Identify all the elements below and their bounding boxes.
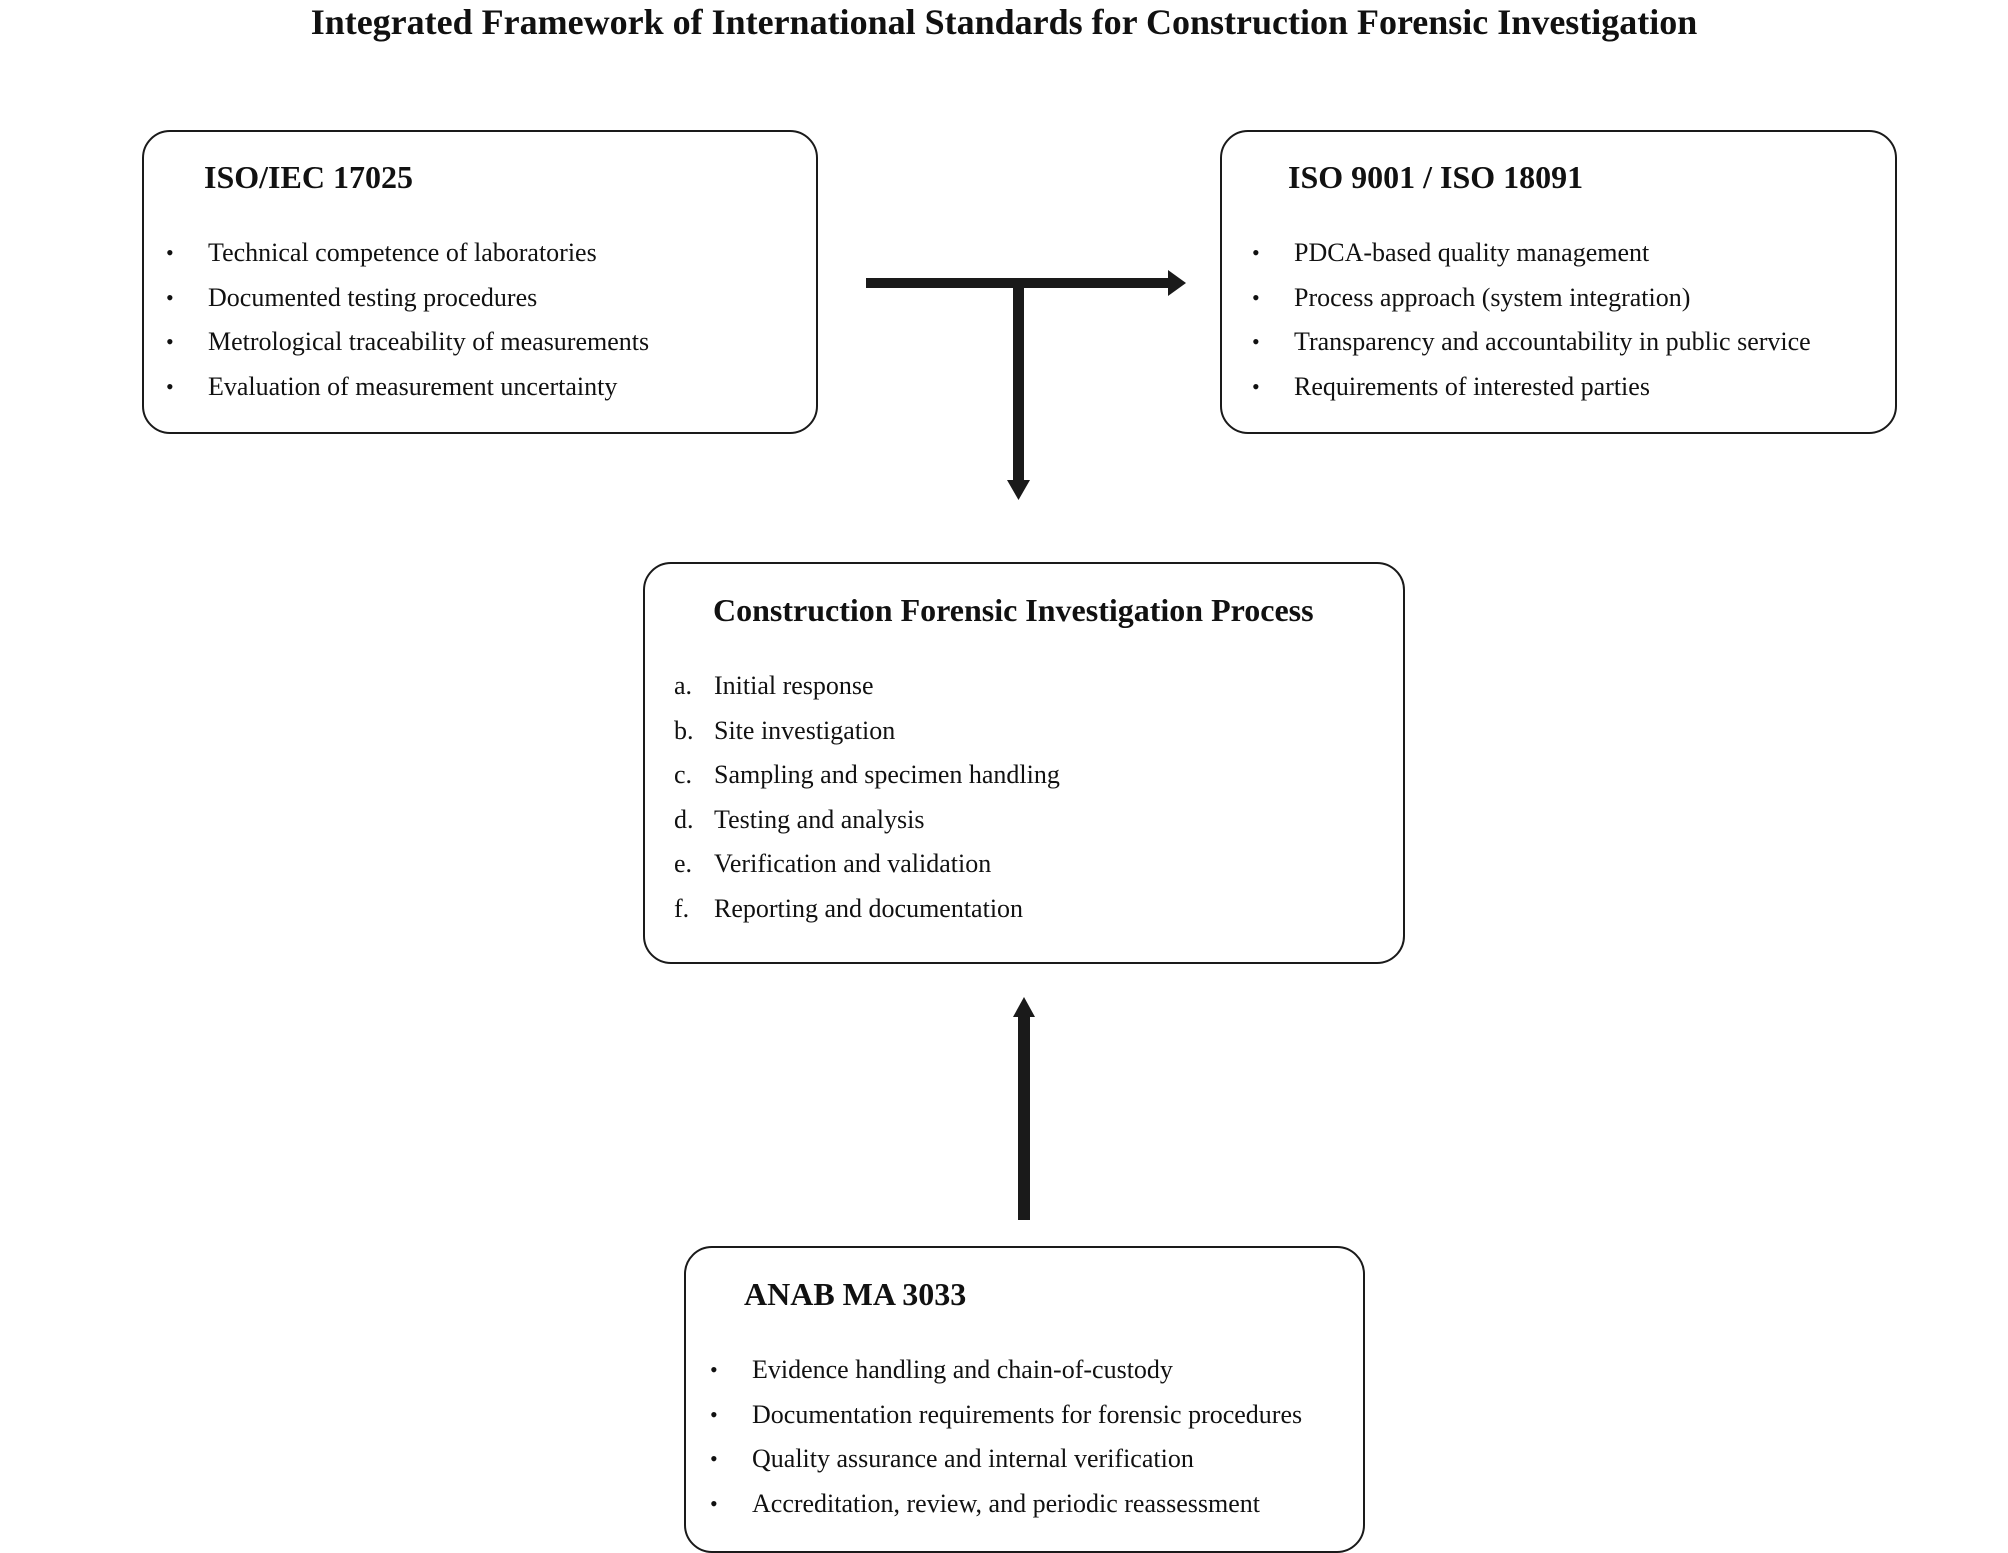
step-text: Testing and analysis [714, 804, 925, 834]
step-text: Sampling and specimen handling [714, 760, 1060, 789]
iso-17025-box: ISO/IEC 17025 • Technical competence of … [142, 130, 818, 434]
step-marker: f. [674, 893, 690, 923]
bullet: • [710, 1490, 718, 1516]
step-text: Site investigation [714, 715, 896, 745]
list-item-text: Quality assurance and internal verificat… [752, 1444, 1194, 1473]
step-marker: a. [674, 671, 693, 700]
step-marker: b. [674, 715, 694, 745]
forensic-process-box: Construction Forensic Investigation Proc… [643, 562, 1405, 964]
step-text: Initial response [714, 671, 874, 700]
bullet: • [710, 1357, 718, 1382]
bullet: • [166, 373, 174, 399]
horizontal-arrow-head [1168, 270, 1186, 296]
list-item-text: Evidence handling and chain-of-custody [752, 1355, 1173, 1384]
bullet: • [1252, 329, 1260, 354]
step-text: Verification and validation [714, 849, 992, 878]
up-arrow-head [1013, 997, 1035, 1017]
list-item-text: Process approach (system integration) [1294, 282, 1691, 312]
list-item-text: Metrological traceability of measurement… [208, 327, 650, 356]
up-arrow-shaft [1018, 1012, 1030, 1220]
down-arrow-head [1007, 480, 1030, 500]
list-item-text: Transparency and accountability in publi… [1294, 327, 1811, 356]
step-marker: e. [674, 849, 693, 878]
list-item-text: Documented testing procedures [208, 282, 538, 312]
diagram-title: Integrated Framework of International St… [310, 2, 1698, 42]
iso-9001-18091-title: ISO 9001 / ISO 18091 [1288, 159, 1584, 195]
list-item-text: Evaluation of measurement uncertainty [208, 371, 618, 401]
list-item-text: PDCA-based quality management [1294, 238, 1650, 267]
step-marker: c. [674, 760, 693, 789]
bullet: • [166, 284, 174, 310]
down-arrow-shaft [1013, 282, 1024, 482]
step-marker: d. [674, 804, 694, 834]
bullet: • [710, 1446, 718, 1471]
list-item-text: Accreditation, review, and periodic reas… [752, 1488, 1261, 1518]
anab-ma-3033-title: ANAB MA 3033 [744, 1276, 967, 1312]
list-item-text: Technical competence of laboratories [208, 238, 597, 267]
bullet: • [1252, 284, 1260, 310]
bullet: • [166, 329, 174, 354]
forensic-process-title: Construction Forensic Investigation Proc… [713, 592, 1314, 628]
step-text: Reporting and documentation [714, 893, 1024, 923]
iso-9001-18091-box: ISO 9001 / ISO 18091 • PDCA-based qualit… [1220, 130, 1897, 434]
bullet: • [710, 1401, 718, 1427]
bullet: • [1252, 373, 1260, 399]
list-item-text: Documentation requirements for forensic … [752, 1399, 1303, 1429]
list-item-text: Requirements of interested parties [1294, 371, 1650, 401]
bullet: • [1252, 240, 1260, 265]
iso-17025-title: ISO/IEC 17025 [204, 159, 413, 195]
bullet: • [166, 240, 174, 265]
